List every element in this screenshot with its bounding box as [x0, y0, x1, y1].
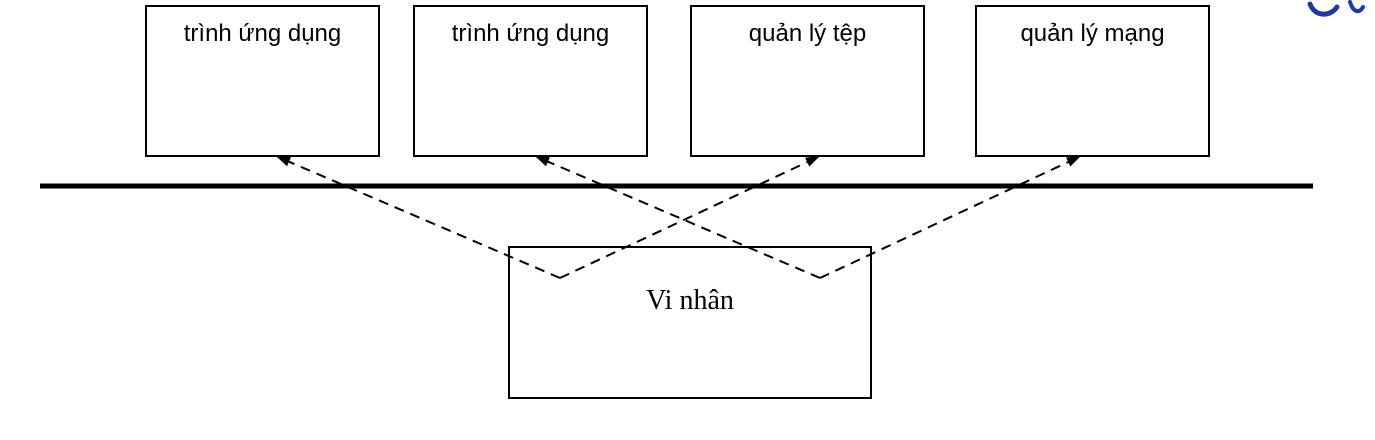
service-label-file-manager: quản lý tệp [748, 20, 867, 47]
service-box-file-manager: quản lý tệp [690, 5, 925, 157]
service-box-network-manager: quản lý mạng [975, 5, 1210, 157]
service-label-application-1: trình ứng dụng [183, 20, 342, 47]
service-label-network-manager: quản lý mạng [1020, 20, 1165, 47]
kernel-label: Vi nhân [646, 285, 734, 316]
corner-decoration-icon [1295, 0, 1375, 22]
service-box-application-2: trình ứng dụng [413, 5, 648, 157]
service-box-application-1: trình ứng dụng [145, 5, 380, 157]
kernel-box: Vi nhân [508, 246, 872, 399]
service-label-application-2: trình ứng dụng [451, 20, 610, 47]
